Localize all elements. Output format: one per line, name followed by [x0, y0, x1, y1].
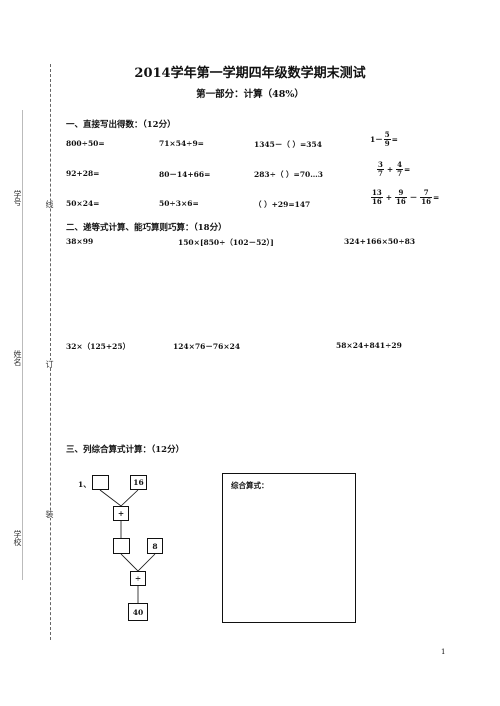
margin-label-xuehao: 学号 [13, 190, 22, 206]
frac1-den: 9 [383, 139, 391, 148]
frac2-b-den: 7 [396, 169, 404, 178]
answer-label: 综合算式： [231, 481, 269, 490]
q1-9: 50×24= [66, 199, 100, 208]
q1-5: 92+28= [66, 169, 100, 178]
page-number: 1 [441, 648, 446, 656]
connector-mid [120, 553, 156, 572]
binding-line-outer [50, 64, 51, 640]
answer-box[interactable]: 综合算式： [222, 473, 356, 623]
q2-4: 32×（125+25） [66, 342, 131, 351]
q1-1: 800÷50= [66, 139, 105, 148]
divide-box: ÷ [130, 571, 146, 586]
margin-label-ding: 订 [44, 360, 55, 368]
blank-box-top-left[interactable] [92, 475, 109, 490]
q3-item-number: 1、 [78, 480, 91, 489]
frac1-num: 5 [384, 130, 390, 139]
frac2-a-den: 7 [377, 169, 384, 178]
q2-6: 58×24+841÷29 [336, 341, 402, 350]
number-box-8: 8 [147, 538, 163, 554]
blank-box-middle[interactable] [113, 538, 130, 554]
q1-7: 283÷（ ）=70…3 [254, 170, 323, 179]
q1-11: （ ）+29=147 [254, 200, 311, 209]
plus-box: + [113, 506, 129, 521]
frac3-a-den: 16 [371, 197, 383, 206]
margin-label-xuexiao: 学校 [13, 530, 22, 546]
frac3-a-num: 13 [372, 188, 382, 197]
frac3-op2: － [409, 193, 418, 202]
page-subtitle: 第一部分：计算（48%） [196, 89, 304, 100]
connector-top [99, 489, 139, 507]
frac2-b-num: 4 [397, 160, 403, 169]
q2-1: 38×99 [66, 237, 94, 246]
q1-10: 50÷3×6= [159, 199, 199, 208]
q2-5: 124×76－76×24 [173, 342, 241, 351]
margin-label-zhuang: 装 [44, 510, 55, 518]
section2-heading: 二、递等式计算、能巧算则巧算：（18分） [66, 223, 227, 233]
section1-heading: 一、直接写出得数：（12分） [66, 120, 176, 130]
margin-label-xingming: 姓名 [13, 350, 22, 366]
page-title: 2014学年第一学期四年级数学期末测试 [134, 66, 366, 81]
frac2-a-num: 3 [378, 160, 383, 169]
result-box-40: 40 [128, 603, 148, 621]
frac1-lead: 1－ [370, 135, 383, 144]
frac3-b-den: 16 [395, 197, 407, 206]
frac2-op: + [386, 165, 394, 174]
margin-label-xian: 线 [44, 200, 55, 208]
q1-6: 80－14+66= [159, 170, 211, 179]
binding-line-inner [22, 110, 23, 580]
frac1-equals: = [391, 135, 398, 144]
q2-2: 150×[850÷（102－52）] [178, 238, 274, 247]
frac3-b-num: 9 [398, 188, 404, 197]
frac3-c-den: 16 [420, 197, 433, 206]
q1-2: 71×54÷9= [159, 139, 204, 148]
frac3-equals: = [433, 193, 440, 202]
frac3-op1: + [385, 193, 393, 202]
frac2-equals: = [404, 165, 411, 174]
frac3-c-num: 7 [423, 188, 429, 197]
q2-3: 324+166×50÷83 [344, 237, 416, 246]
section3-heading: 三、列综合算式计算：（12分） [66, 445, 185, 455]
number-box-16: 16 [130, 475, 147, 490]
q1-3: 1345－（ ）=354 [254, 140, 322, 149]
